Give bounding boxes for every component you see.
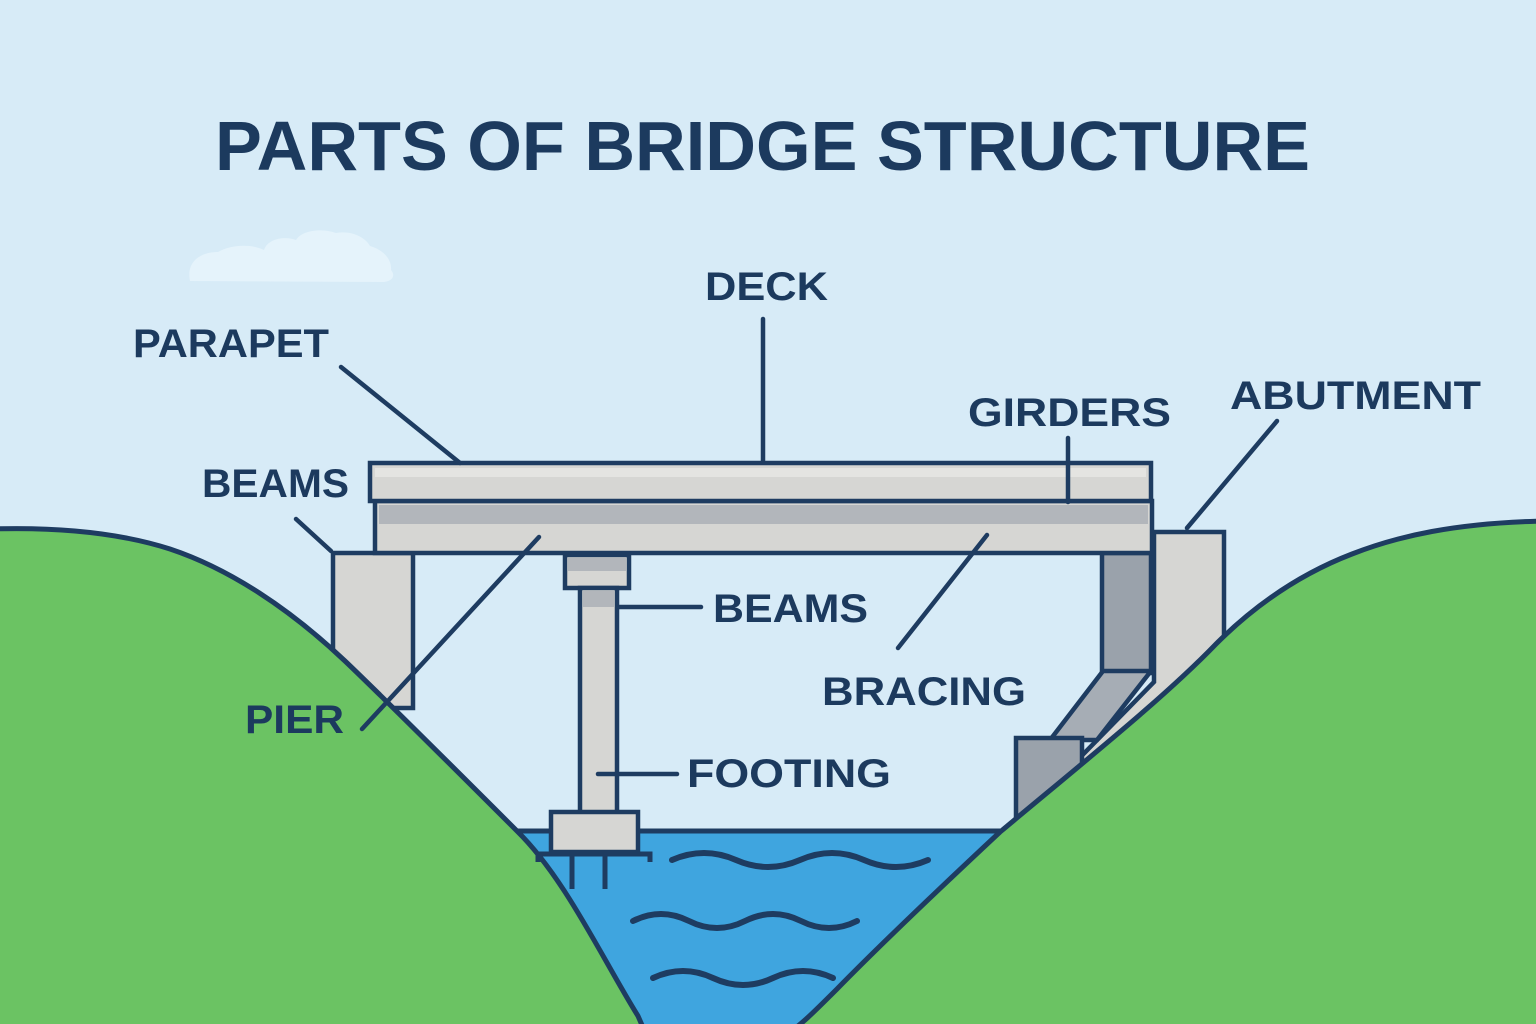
pier-column [577,585,620,816]
bracing-leader-line [895,532,990,651]
label-beams-left: BEAMS [202,462,349,506]
label-beams-center: BEAMS [713,587,868,631]
label-footing: FOOTING [687,752,891,796]
girder-strip [379,505,1148,524]
slab-highlight [375,468,1146,477]
label-pier: PIER [245,698,344,742]
right-bearing-column [1099,550,1154,676]
parapet-leader-line [338,364,463,466]
pier-column-band [583,591,614,607]
footing-base-line [535,851,653,862]
pier-footing [548,809,641,855]
label-bracing: BRACING [822,670,1026,714]
abutment-leader-line [1184,418,1280,531]
label-abutment: ABUTMENT [1230,374,1481,418]
label-parapet: PARAPET [133,322,329,366]
water-wave [650,968,836,988]
cloud [189,230,394,282]
pier-leader-line [359,534,542,732]
page-title: PARTS OF BRIDGE STRUCTURE [215,107,1310,185]
label-deck: DECK [705,265,828,309]
left-hillside [0,526,645,1024]
beams-left-leader-line [293,516,334,554]
right-hillside [796,518,1536,1024]
water-wave [630,911,860,931]
bearing-step-mid [1045,668,1156,743]
label-girders: GIRDERS [968,391,1171,435]
pier-cap-band [568,558,626,571]
water-wave [669,850,931,870]
